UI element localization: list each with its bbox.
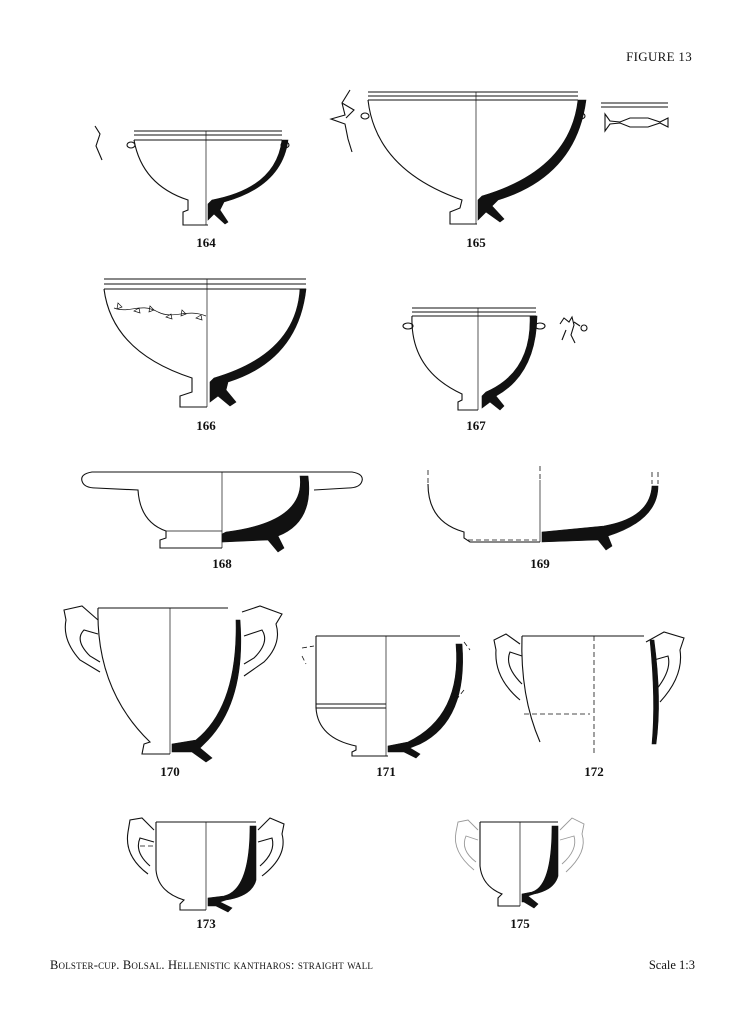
handle-right-175: [559, 817, 585, 873]
section-171: [387, 643, 463, 759]
section-169: [541, 485, 659, 551]
section-166: [209, 288, 307, 407]
section-164: [207, 139, 289, 225]
handle-right-173: [257, 817, 285, 877]
vessel-173: [126, 817, 285, 913]
section-172: [649, 639, 659, 745]
vessel-165: [329, 89, 669, 225]
vessel-167: [402, 307, 588, 411]
handle-right-172: [645, 631, 685, 703]
section-175: [521, 825, 559, 909]
handle-left-173: [126, 817, 155, 875]
section-167: [481, 315, 538, 411]
handle-left-172: [493, 633, 523, 701]
figure-caption: Bolster-cup. Bolsal. Hellenistic kanthar…: [50, 958, 374, 972]
catalog-number-167: 167: [466, 418, 486, 433]
catalog-number-169: 169: [530, 556, 550, 571]
catalog-number-170: 170: [160, 764, 180, 779]
vessel-164: [94, 125, 290, 226]
vessel-175: [454, 817, 585, 909]
catalog-number-165: 165: [466, 235, 486, 250]
vessel-168: [81, 471, 363, 553]
catalog-number-175: 175: [510, 916, 530, 931]
rim-detail-165: [601, 102, 668, 108]
section-170: [171, 619, 242, 763]
scale-note: Scale 1:3: [648, 958, 695, 972]
catalog-number-173: 173: [196, 916, 216, 931]
catalog-number-172: 172: [584, 764, 604, 779]
section-173: [207, 825, 257, 913]
handle-left-175: [454, 819, 479, 871]
vessel-169: [427, 466, 659, 551]
vessel-166: [103, 278, 307, 408]
ivy-garland-166: [113, 307, 207, 317]
vessel-172: [493, 631, 685, 756]
catalog-number-166: 166: [196, 418, 216, 433]
section-168: [221, 475, 310, 553]
handle-profile-165: [329, 89, 355, 153]
vessel-170: [63, 605, 283, 763]
catalog-number-171: 171: [376, 764, 396, 779]
catalog-number-164: 164: [196, 235, 216, 250]
handle-left-170: [63, 605, 101, 673]
handle-profile-164: [94, 125, 103, 161]
bolster-detail-165: [604, 112, 669, 133]
figure-label: FIGURE 13: [626, 49, 692, 64]
section-165: [477, 99, 587, 223]
vessel-171: [301, 635, 471, 759]
handle-right-170: [241, 605, 283, 677]
stamp-figure-167: [559, 315, 581, 344]
catalog-number-168: 168: [212, 556, 232, 571]
